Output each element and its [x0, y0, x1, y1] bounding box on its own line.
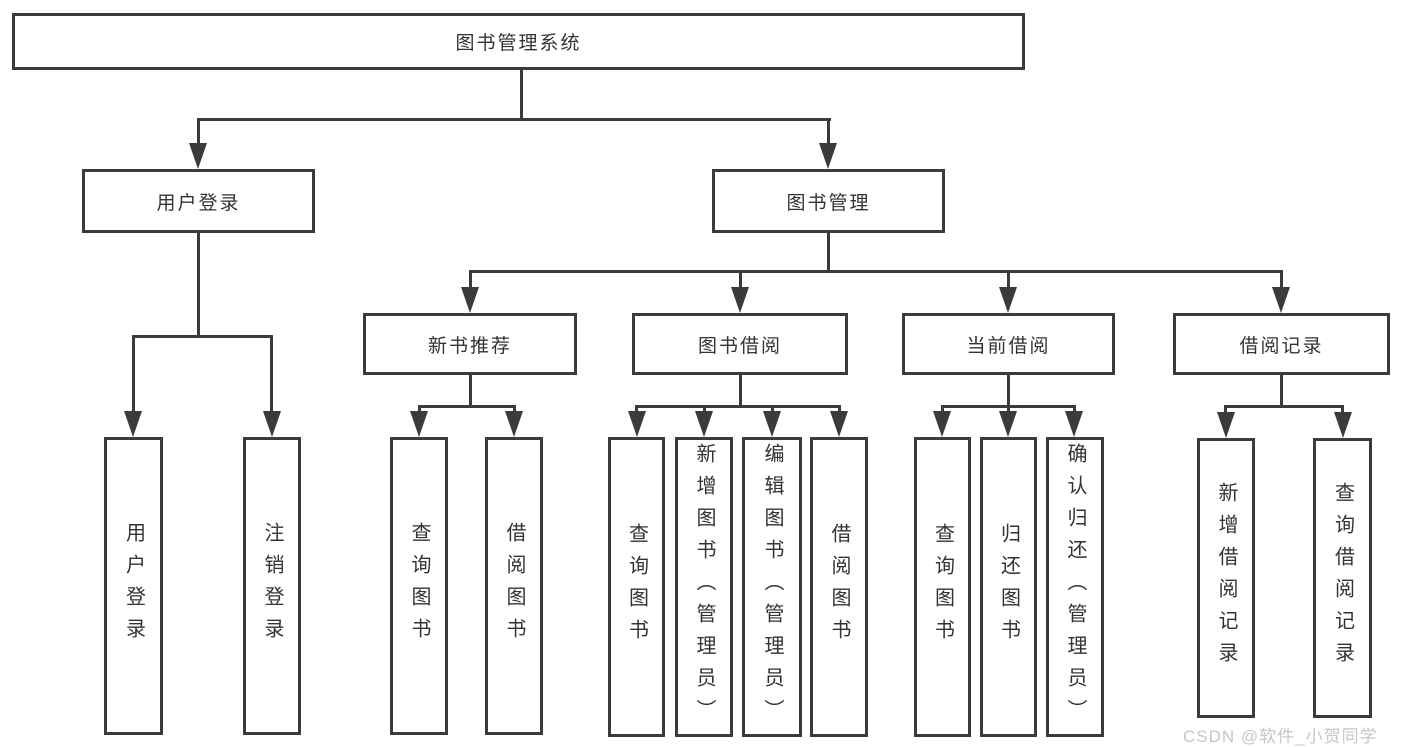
node-book-borrowing: 图书借阅: [632, 313, 848, 375]
connector-line: [469, 270, 472, 289]
connector-line: [418, 405, 516, 408]
connector-line: [838, 405, 841, 413]
leaf-label: 查询借阅记录: [1331, 482, 1354, 674]
connector-line: [635, 405, 841, 408]
leaf-label: 查询图书: [408, 522, 430, 650]
node-book-management: 图书管理: [712, 169, 945, 233]
leaf-add-books-admin: 新增图书（管理员）: [675, 437, 733, 737]
arrow-down-icon: [933, 411, 951, 437]
connector-line: [771, 405, 774, 413]
leaf-query-borrow-record: 查询借阅记录: [1313, 438, 1372, 718]
leaf-label: 查询图书: [625, 523, 648, 651]
connector-line: [1007, 405, 1010, 413]
node-borrowing-records: 借阅记录: [1173, 313, 1390, 375]
leaf-edit-books-admin: 编辑图书（管理员）: [742, 437, 802, 737]
arrow-down-icon: [763, 411, 781, 437]
arrow-down-icon: [461, 287, 479, 313]
arrow-down-icon: [1217, 412, 1235, 438]
node-label: 图书管理系统: [455, 33, 582, 54]
connector-line: [513, 405, 516, 413]
connector-line: [1341, 405, 1344, 414]
node-label: 借阅记录: [1239, 335, 1324, 357]
leaf-label: 查询图书: [931, 523, 954, 651]
arrow-down-icon: [124, 411, 142, 437]
leaf-label: 新增图书（管理员）: [693, 443, 715, 731]
leaf-logout: 注销登录: [243, 437, 301, 735]
node-new-book-recommend: 新书推荐: [363, 313, 577, 375]
node-user-login: 用户登录: [82, 169, 315, 233]
leaf-return-books: 归还图书: [980, 437, 1037, 737]
connector-line: [197, 118, 200, 145]
node-label: 用户登录: [156, 192, 241, 214]
node-label: 图书管理: [786, 192, 871, 214]
connector-line: [703, 405, 706, 413]
node-current-borrowing: 当前借阅: [902, 313, 1115, 375]
leaf-borrow-books-borrowing: 借阅图书: [810, 437, 868, 737]
connector-line: [1007, 375, 1010, 405]
arrow-down-icon: [819, 143, 837, 169]
connector-line: [827, 233, 830, 270]
connector-line: [635, 405, 638, 413]
node-library-management-system: 图书管理系统: [12, 13, 1025, 70]
connector-line: [739, 375, 742, 405]
connector-line: [469, 375, 472, 405]
arrow-down-icon: [999, 411, 1017, 437]
connector-line: [197, 233, 200, 335]
connector-line: [270, 335, 273, 413]
arrow-down-icon: [505, 411, 523, 437]
connector-line: [1073, 405, 1076, 413]
leaf-label: 借阅图书: [828, 523, 850, 651]
arrow-down-icon: [628, 411, 646, 437]
arrow-down-icon: [731, 287, 749, 313]
arrow-down-icon: [999, 287, 1017, 313]
connector-line: [1280, 270, 1283, 289]
node-label: 图书借阅: [697, 335, 782, 357]
arrow-down-icon: [410, 411, 428, 437]
arrow-down-icon: [263, 411, 281, 437]
node-label: 当前借阅: [966, 335, 1051, 357]
connector-line: [1007, 270, 1010, 289]
connector-line: [418, 405, 421, 413]
connector-line: [132, 335, 273, 338]
leaf-add-borrow-record: 新增借阅记录: [1197, 438, 1255, 718]
connector-line: [469, 270, 1282, 273]
arrow-down-icon: [1334, 412, 1352, 438]
connector-line: [132, 335, 135, 413]
arrow-down-icon: [695, 411, 713, 437]
node-label: 新书推荐: [427, 335, 512, 357]
connector-line: [1224, 405, 1344, 408]
leaf-query-books-current: 查询图书: [914, 437, 971, 737]
leaf-borrow-books-recommend: 借阅图书: [485, 437, 543, 735]
leaf-label: 确认归还（管理员）: [1064, 443, 1086, 731]
connector-line: [941, 405, 944, 413]
connector-line: [739, 270, 742, 289]
connector-line: [1280, 375, 1283, 405]
leaf-label: 新增借阅记录: [1215, 482, 1237, 674]
connector-line: [197, 118, 831, 121]
leaf-label: 归还图书: [997, 523, 1020, 651]
leaf-label: 用户登录: [122, 522, 145, 650]
leaf-query-books-borrowing: 查询图书: [608, 437, 665, 737]
arrow-down-icon: [1065, 411, 1083, 437]
leaf-query-books-recommend: 查询图书: [390, 437, 448, 735]
leaf-label: 借阅图书: [503, 522, 525, 650]
leaf-user-login: 用户登录: [104, 437, 163, 735]
connector-line: [827, 118, 830, 145]
leaf-label: 注销登录: [261, 522, 283, 650]
leaf-confirm-return-admin: 确认归还（管理员）: [1046, 437, 1104, 737]
arrow-down-icon: [1272, 287, 1290, 313]
csdn-watermark: CSDN @软件_小贺同学: [1183, 727, 1378, 746]
connector-line: [520, 70, 523, 120]
arrow-down-icon: [830, 411, 848, 437]
arrow-down-icon: [189, 143, 207, 169]
leaf-label: 编辑图书（管理员）: [761, 443, 783, 731]
connector-line: [1224, 405, 1227, 414]
